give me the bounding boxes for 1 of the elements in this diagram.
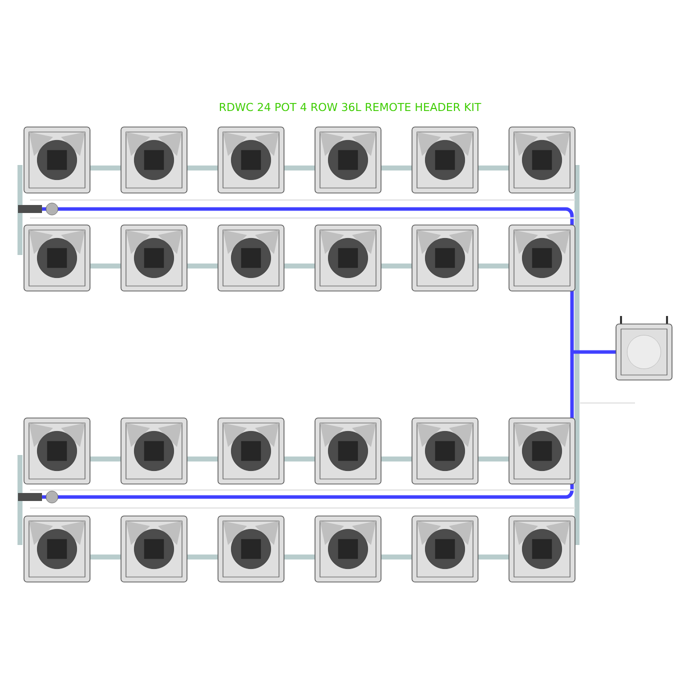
title: RDWC 24 POT 4 ROW 36L REMOTE HEADER KIT xyxy=(220,102,482,112)
